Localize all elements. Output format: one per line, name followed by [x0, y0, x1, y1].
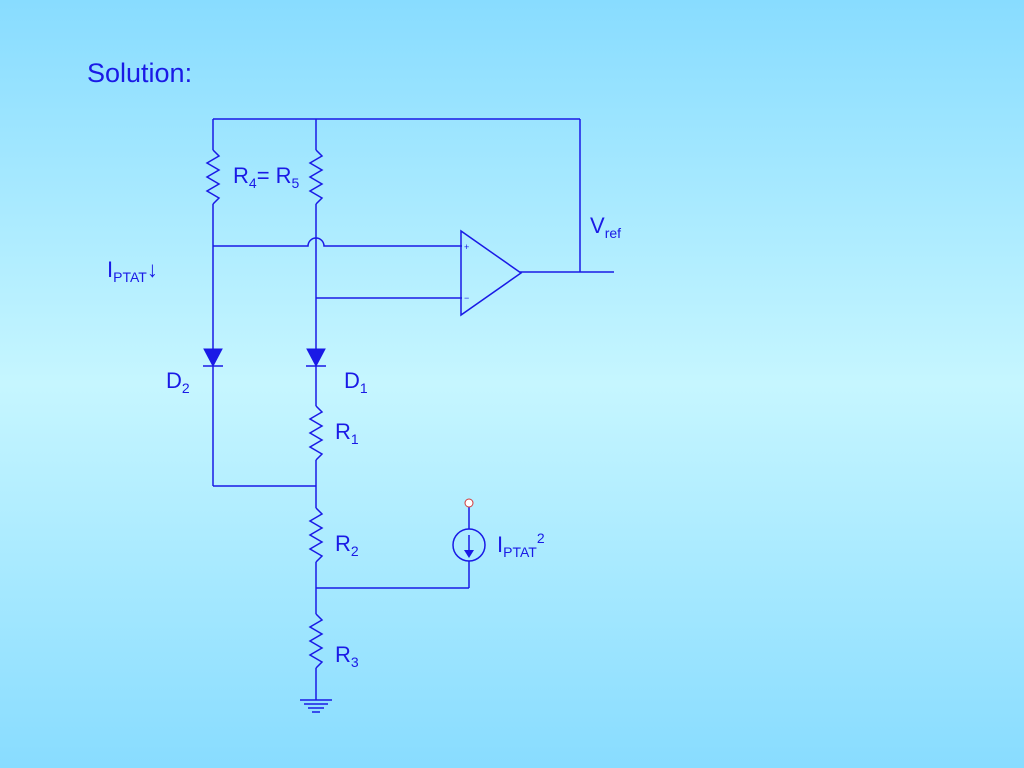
d2-label: D2	[166, 368, 190, 396]
d1-label: D1	[344, 368, 368, 396]
r5-resistor	[308, 149, 324, 205]
r2-label: R2	[335, 531, 359, 559]
iptat-down-label: IPTAT↓	[107, 257, 158, 285]
vref-label: Vref	[590, 213, 622, 241]
r3-resistor	[308, 613, 324, 669]
iptat-squared-label: IPTAT2	[497, 530, 545, 560]
supply-terminal	[464, 498, 474, 508]
d1-diode-triangle	[306, 348, 326, 368]
opamp-minus-sign: −	[464, 293, 469, 303]
r3-label: R3	[335, 642, 359, 670]
r1-resistor	[308, 405, 324, 461]
opamp-plus-sign: +	[464, 242, 469, 252]
opamp-triangle	[460, 229, 523, 317]
plus-input-wire	[213, 237, 462, 247]
r4-r5-label: R4= R5	[233, 163, 300, 191]
d2-diode-triangle	[203, 348, 223, 368]
r4-resistor	[205, 149, 221, 205]
r1-label: R1	[335, 419, 359, 447]
current-source-arrow-head	[464, 550, 474, 558]
slide-title: Solution:	[87, 58, 193, 88]
r2-resistor	[308, 507, 324, 563]
current-source-circle	[452, 528, 486, 562]
